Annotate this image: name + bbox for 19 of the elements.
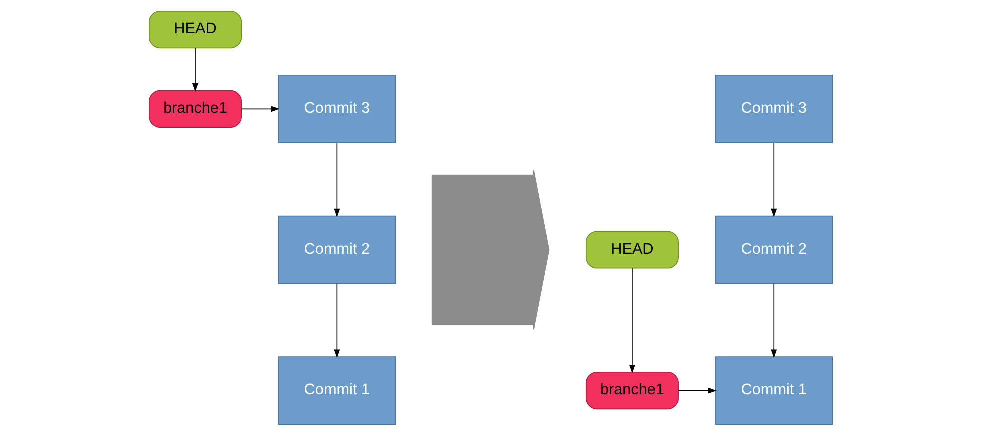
arrow [240,106,280,112]
node-box: Commit 2 [278,216,396,284]
node-box: Commit 1 [714,356,833,425]
node-box: Commit 3 [278,75,396,144]
arrow [770,142,777,218]
node-box: Commit 3 [714,75,833,144]
node-box: branche1 [585,372,678,410]
arrow [192,48,198,92]
node-box: Commit 2 [714,216,833,284]
node-arrow [431,170,550,330]
node-box: HEAD [585,231,678,269]
arrow [334,142,340,218]
node-box: Commit 1 [278,356,396,425]
arrow [334,283,340,358]
node-box: branche1 [148,90,242,128]
node-box: HEAD [148,11,242,49]
arrow [678,388,716,394]
arrow [770,283,777,358]
arrow [628,268,635,374]
